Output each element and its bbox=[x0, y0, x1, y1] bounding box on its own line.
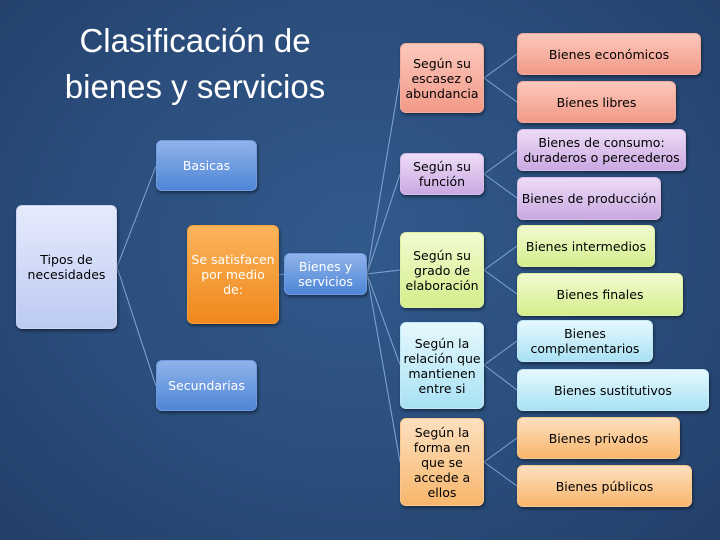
page-title: Clasificación de bienes y servicios bbox=[20, 18, 370, 110]
connector bbox=[483, 149, 518, 175]
connector bbox=[366, 273, 401, 463]
connector bbox=[366, 77, 401, 275]
connector bbox=[483, 245, 518, 271]
leaf-bienes-publicos: Bienes públicos bbox=[517, 465, 692, 507]
title-line-1: Clasificación de bbox=[79, 22, 311, 59]
leaf-bienes-de-produccion: Bienes de producción bbox=[517, 177, 661, 220]
connector bbox=[366, 173, 401, 275]
leaf-bienes-complementarios: Bienes complementarios bbox=[517, 320, 653, 362]
node-basicas: Basicas bbox=[156, 140, 257, 191]
leaf-bienes-privados: Bienes privados bbox=[517, 417, 680, 459]
leaf-bienes-finales: Bienes finales bbox=[517, 273, 683, 316]
connector bbox=[483, 461, 518, 487]
group-relacion: Según la relación que mantienen entre si bbox=[400, 322, 484, 409]
leaf-bienes-de-consumo: Bienes de consumo: duraderos o pereceder… bbox=[517, 129, 686, 171]
group-funcion: Según su función bbox=[400, 153, 484, 195]
group-forma-acceso: Según la forma en que se accede a ellos bbox=[400, 418, 484, 506]
leaf-bienes-intermedios: Bienes intermedios bbox=[517, 225, 655, 267]
connector bbox=[483, 269, 518, 295]
node-tipos-de-necesidades: Tipos de necesidades bbox=[16, 205, 117, 329]
connector bbox=[366, 273, 401, 366]
leaf-bienes-sustitutivos: Bienes sustitutivos bbox=[517, 369, 709, 411]
node-se-satisfacen: Se satisfacen por medio de: bbox=[187, 225, 279, 324]
connector bbox=[483, 340, 518, 366]
connector bbox=[116, 165, 157, 268]
connector bbox=[483, 77, 518, 103]
node-secundarias: Secundarias bbox=[156, 360, 257, 411]
leaf-bienes-libres: Bienes libres bbox=[517, 81, 676, 123]
node-bienes-y-servicios: Bienes y servicios bbox=[284, 253, 367, 295]
connector bbox=[116, 266, 157, 387]
connector bbox=[483, 173, 518, 199]
connector bbox=[366, 269, 401, 275]
leaf-bienes-economicos: Bienes económicos bbox=[517, 33, 701, 75]
group-escasez: Según su escasez o abundancia bbox=[400, 43, 484, 113]
connector bbox=[278, 273, 285, 276]
connector bbox=[483, 437, 518, 463]
connector bbox=[483, 364, 518, 391]
group-elaboracion: Según su grado de elaboración bbox=[400, 232, 484, 308]
title-line-2: bienes y servicios bbox=[64, 68, 326, 105]
connector bbox=[483, 53, 518, 79]
